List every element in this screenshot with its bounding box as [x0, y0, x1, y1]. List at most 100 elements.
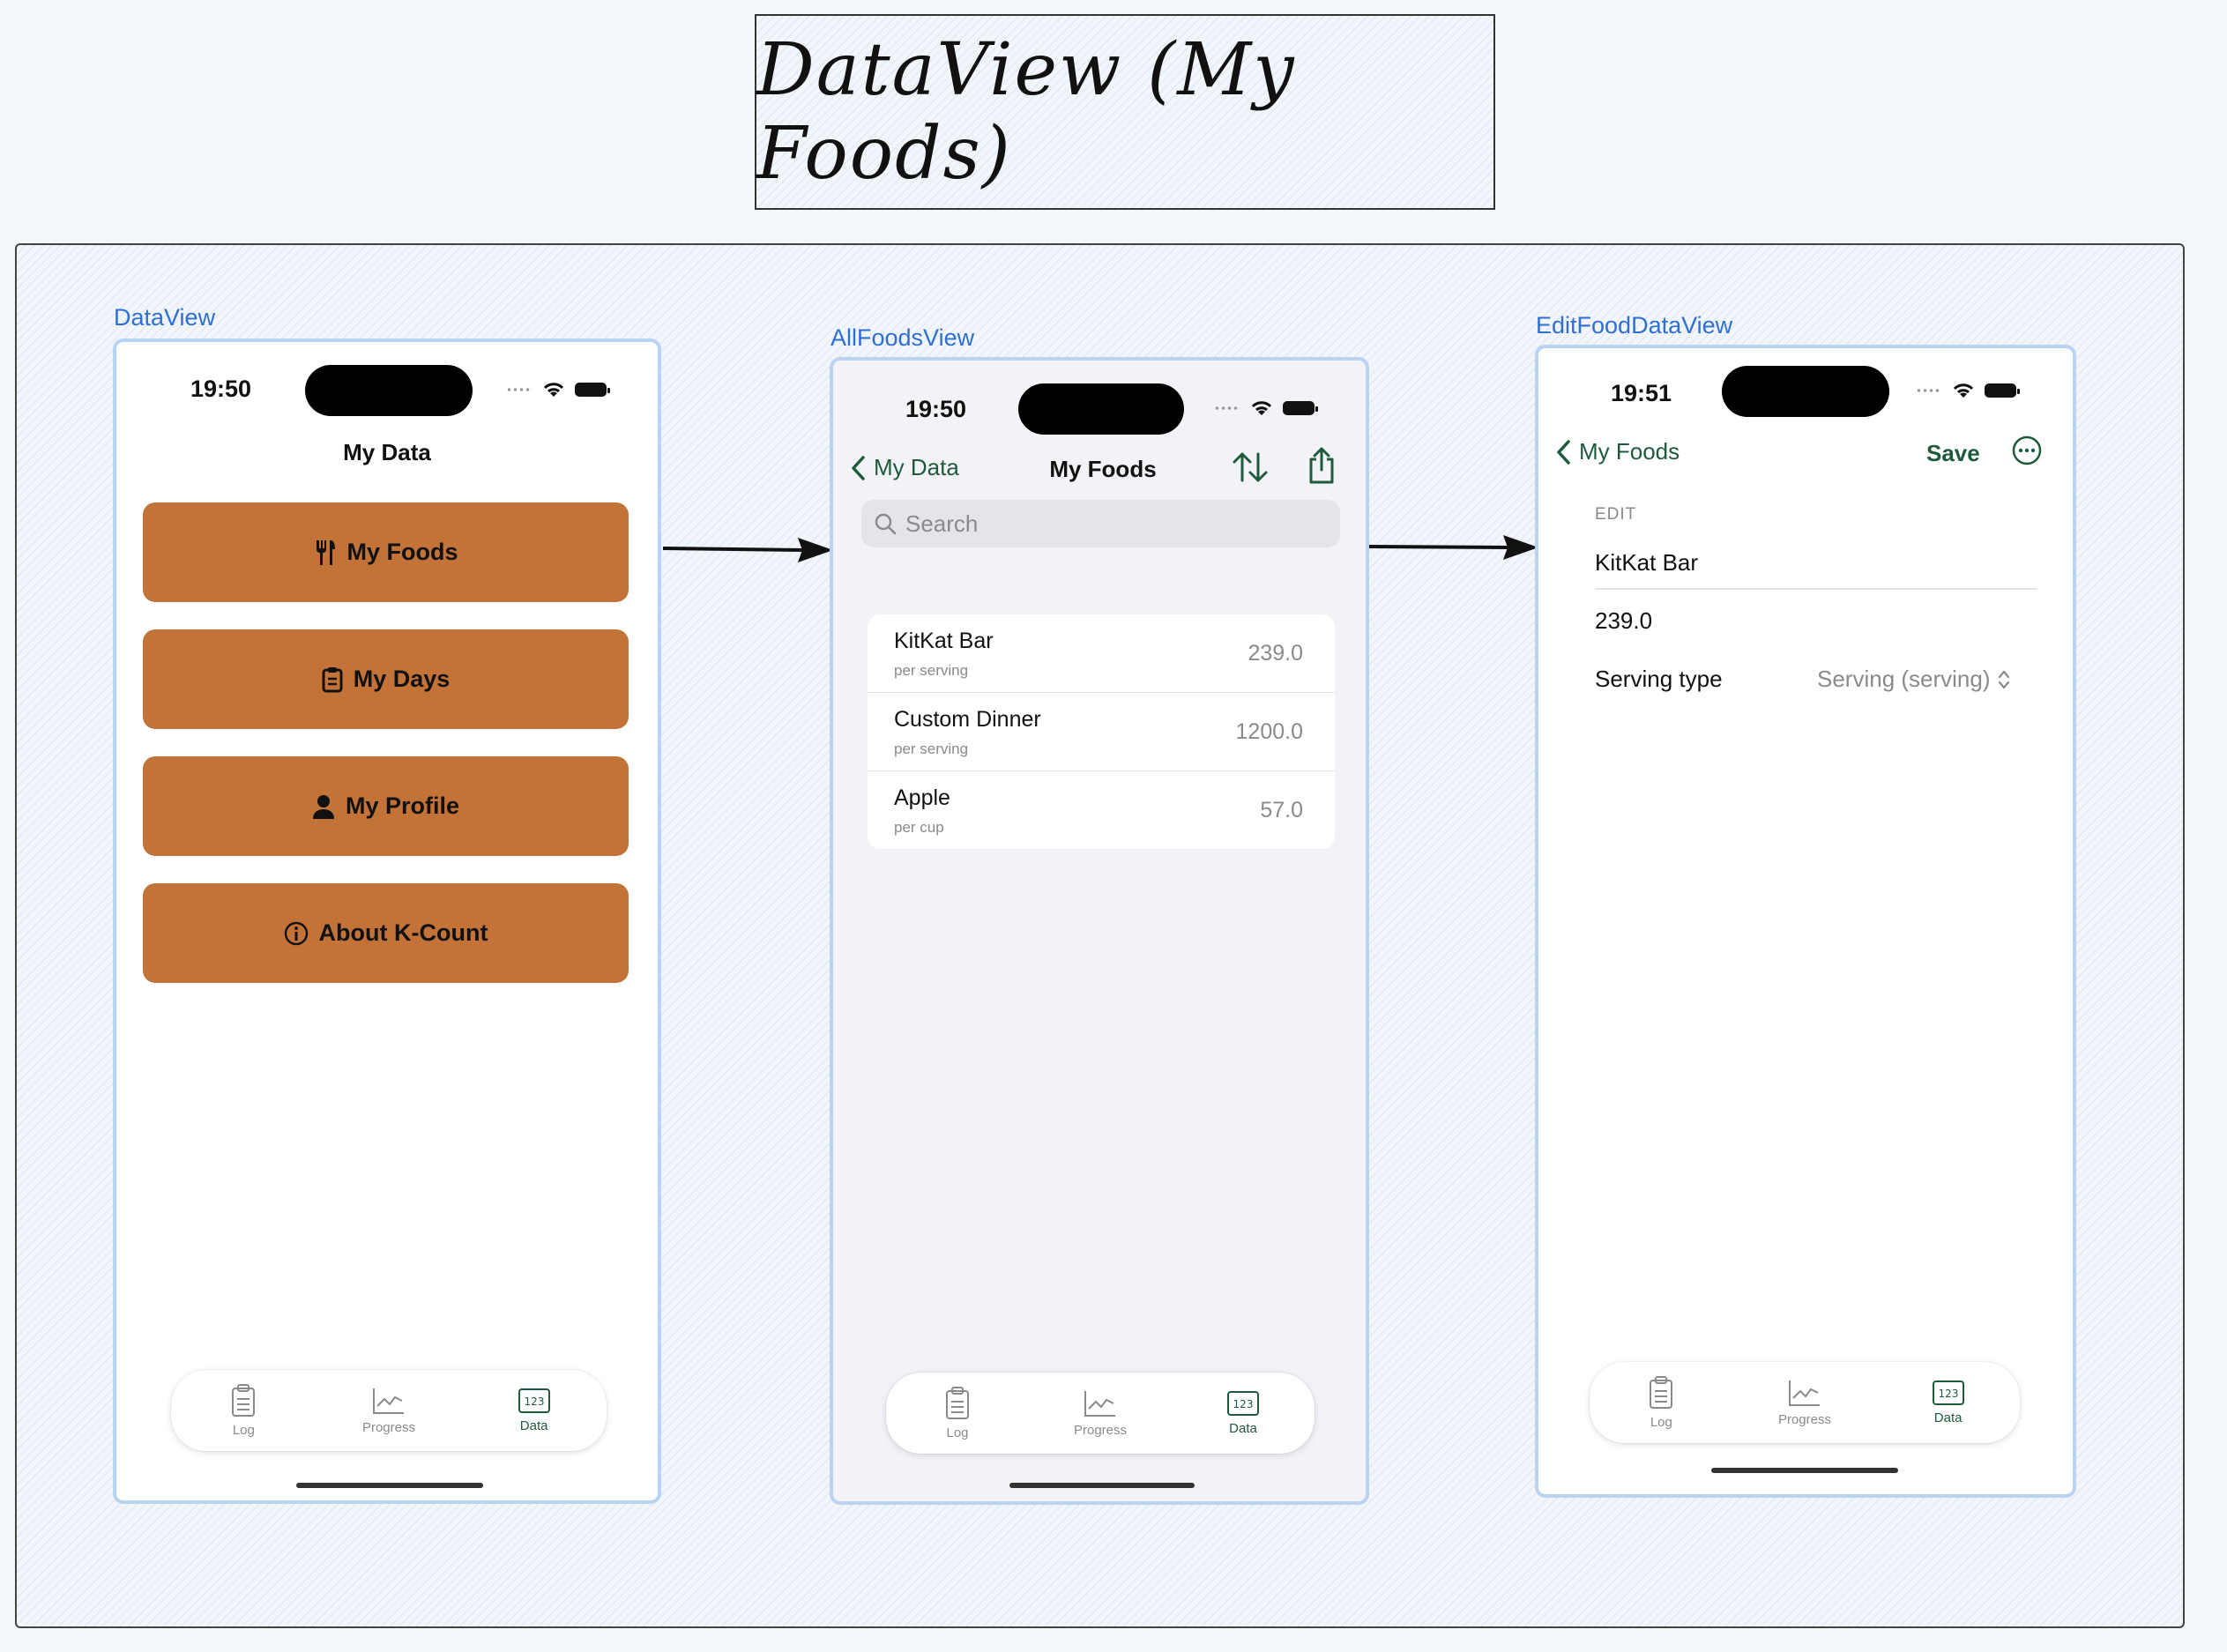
chart-icon: [1084, 1390, 1115, 1417]
about-kcount-label: About K-Count: [318, 919, 488, 946]
tab-data-label: Data: [519, 1418, 548, 1433]
diagram-title-box: DataView (My Foods): [755, 14, 1495, 210]
home-indicator: [1009, 1483, 1195, 1488]
food-name-field[interactable]: KitKat Bar: [1595, 549, 1699, 576]
status-time: 19:51: [1611, 380, 1672, 406]
chart-icon: [1788, 1380, 1820, 1406]
back-button-my-foods[interactable]: My Foods: [1556, 438, 1680, 465]
numbers-icon: 123: [518, 1388, 550, 1413]
more-icon[interactable]: [2011, 435, 2043, 466]
battery-icon: [575, 383, 610, 397]
serving-type-picker[interactable]: Serving (serving): [1817, 666, 2010, 693]
serving-type-label: Serving type: [1595, 666, 1723, 692]
clipboard-icon: [946, 1386, 969, 1419]
status-icons: [1214, 399, 1318, 417]
wifi-icon: [543, 383, 564, 397]
frame-label-allfoodsview: AllFoodsView: [830, 324, 975, 351]
divider: [1595, 588, 2037, 590]
tab-log[interactable]: Log: [190, 1383, 296, 1438]
food-list: KitKat Bar per serving 239.0 Custom Dinn…: [868, 614, 1335, 849]
my-foods-label: My Foods: [346, 539, 458, 565]
tab-log-label: Log: [1650, 1414, 1672, 1430]
tab-log-label: Log: [946, 1425, 969, 1440]
food-calories: 57.0: [1260, 798, 1303, 822]
numbers-icon: 123: [1227, 1390, 1259, 1416]
tab-progress[interactable]: Progress: [1047, 1389, 1153, 1438]
about-kcount-button[interactable]: About K-Count: [143, 883, 629, 983]
share-icon[interactable]: [1307, 447, 1336, 484]
flow-arrow-2: [1367, 535, 1538, 560]
battery-icon: [1283, 401, 1318, 415]
phone-dataview: 19:50 My Data My Foods My Days My Profil…: [113, 339, 661, 1504]
dynamic-island: [1018, 383, 1184, 435]
numbers-icon: 123: [1932, 1380, 1964, 1405]
status-icons: [506, 381, 610, 398]
save-button[interactable]: Save: [1926, 440, 1980, 466]
dynamic-island: [1722, 366, 1889, 417]
chevron-up-down-icon: [1998, 670, 2009, 688]
food-unit: per serving: [894, 662, 969, 679]
back-label: My Foods: [1579, 438, 1680, 465]
clipboard-icon: [232, 1383, 256, 1417]
tab-data-label: Data: [1229, 1420, 1257, 1436]
food-name: Custom Dinner: [894, 707, 1041, 732]
tab-data[interactable]: 123 Data: [1896, 1380, 2001, 1425]
section-header: EDIT: [1595, 505, 1637, 524]
food-calories: 1200.0: [1235, 719, 1303, 744]
search-icon: [875, 513, 897, 535]
wifi-icon: [1251, 401, 1272, 415]
calories-field[interactable]: 239.0: [1595, 607, 1653, 634]
serving-type-value: Serving (serving): [1817, 666, 1991, 692]
food-calories: 239.0: [1248, 641, 1303, 666]
back-label: My Data: [874, 454, 959, 480]
tab-progress[interactable]: Progress: [1752, 1379, 1858, 1427]
fork-knife-icon: [316, 540, 335, 565]
food-name: KitKat Bar: [894, 629, 994, 653]
search-input[interactable]: Search: [861, 500, 1340, 547]
signal-icon: [1214, 406, 1240, 410]
diagram-title: DataView (My Foods): [756, 28, 1296, 196]
my-profile-button[interactable]: My Profile: [143, 756, 629, 856]
info-icon: [284, 921, 308, 945]
svg-text:123: 123: [1233, 1398, 1254, 1410]
food-unit: per serving: [894, 740, 969, 757]
phone-editfooddataview: 19:51 My Foods Save EDIT KitKat Bar 239.…: [1535, 345, 2076, 1498]
tab-log[interactable]: Log: [1608, 1375, 1714, 1430]
status-time: 19:50: [190, 376, 252, 402]
tab-data[interactable]: 123 Data: [481, 1388, 587, 1433]
phone-allfoodsview: 19:50 My Data My Foods Search KitKat Bar…: [830, 357, 1369, 1505]
food-row[interactable]: Apple per cup 57.0: [868, 771, 1335, 849]
page-title: My Data: [343, 439, 431, 465]
chart-icon: [372, 1388, 404, 1414]
food-unit: per cup: [894, 819, 944, 836]
tab-data-label: Data: [1933, 1410, 1963, 1425]
home-indicator: [1711, 1468, 1898, 1473]
tab-log-label: Log: [232, 1422, 255, 1438]
tab-progress-label: Progress: [361, 1419, 415, 1435]
back-button-my-data[interactable]: My Data: [851, 454, 959, 481]
my-days-button[interactable]: My Days: [143, 629, 629, 729]
tab-log[interactable]: Log: [905, 1386, 1010, 1440]
person-icon: [312, 794, 334, 819]
clipboard-icon: [322, 666, 343, 692]
signal-icon: [1916, 389, 1942, 392]
chevron-left-icon: [1557, 439, 1570, 465]
home-indicator: [296, 1483, 483, 1488]
food-row[interactable]: Custom Dinner per serving 1200.0: [868, 693, 1335, 771]
tab-progress-label: Progress: [1073, 1422, 1128, 1438]
wifi-icon: [1953, 383, 1974, 398]
flow-arrow-1: [662, 538, 833, 562]
signal-icon: [506, 388, 533, 391]
page-title: My Foods: [1049, 456, 1157, 482]
my-profile-label: My Profile: [345, 793, 460, 819]
sort-icon[interactable]: [1232, 450, 1269, 484]
clipboard-icon: [1650, 1375, 1673, 1409]
dynamic-island: [305, 365, 473, 416]
status-time: 19:50: [905, 396, 967, 422]
svg-text:123: 123: [524, 1395, 544, 1408]
food-row[interactable]: KitKat Bar per serving 239.0: [868, 614, 1335, 693]
tab-data[interactable]: 123 Data: [1190, 1390, 1296, 1436]
svg-text:123: 123: [1938, 1388, 1958, 1400]
tab-progress[interactable]: Progress: [336, 1387, 442, 1435]
my-foods-button[interactable]: My Foods: [143, 502, 629, 602]
